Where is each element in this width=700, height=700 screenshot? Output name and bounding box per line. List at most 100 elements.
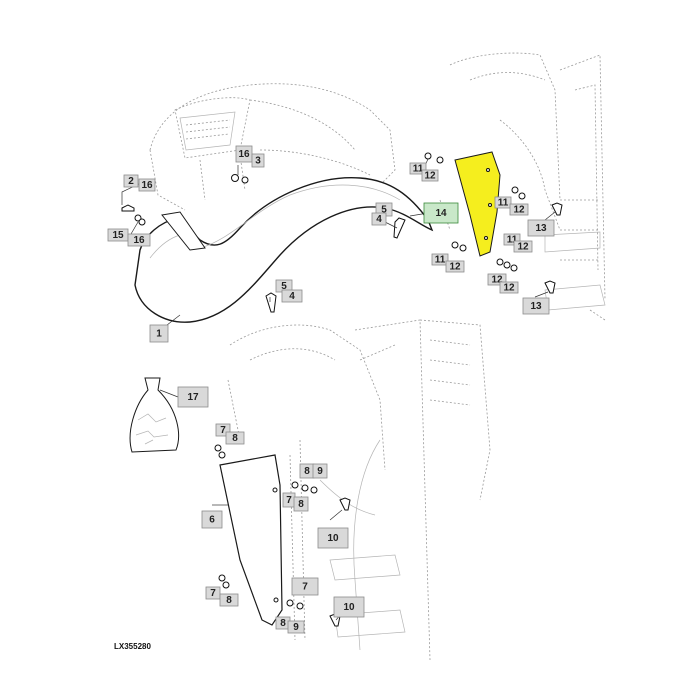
callout-number: 12 xyxy=(424,171,436,182)
callout-number: 8 xyxy=(226,595,232,606)
callout-box xyxy=(513,240,533,253)
rear-fender-part-1 xyxy=(134,177,434,323)
callout-box xyxy=(225,431,245,445)
callout-box xyxy=(127,233,151,247)
callout-4: 4 xyxy=(281,289,303,303)
callout-number: 13 xyxy=(535,223,547,234)
callout-box xyxy=(287,620,305,634)
callout-box xyxy=(138,178,156,192)
callout-box xyxy=(522,297,550,315)
callout-number: 8 xyxy=(304,466,310,477)
callout-box xyxy=(421,169,439,182)
callout-box xyxy=(281,289,303,303)
callout-13: 13 xyxy=(522,297,550,315)
callout-box xyxy=(333,596,365,618)
callout-number: 13 xyxy=(530,301,542,312)
callout-box xyxy=(527,219,555,237)
callout-number: 2 xyxy=(128,176,134,187)
callout-number: 6 xyxy=(209,515,215,526)
callout-number: 12 xyxy=(513,205,525,216)
callout-box xyxy=(123,174,139,188)
callout-4: 4 xyxy=(371,212,387,226)
callout-17: 17 xyxy=(177,386,209,408)
callout-number: 5 xyxy=(281,281,287,292)
callout-number: 1 xyxy=(156,329,162,340)
callout-number: 12 xyxy=(503,283,515,294)
callout-box xyxy=(423,202,459,224)
callout-number: 9 xyxy=(293,622,299,633)
callout-box xyxy=(494,196,512,209)
callout-number: 11 xyxy=(507,235,518,246)
callout-number: 5 xyxy=(381,205,387,216)
callout-number: 7 xyxy=(220,425,226,436)
callout-box xyxy=(445,260,465,273)
callout-box xyxy=(205,586,221,600)
callout-11: 11 xyxy=(409,162,427,175)
drawing-id-label: LX355280 xyxy=(114,642,151,651)
callout-11: 11 xyxy=(431,253,449,266)
callout-number: 12 xyxy=(517,242,529,253)
callout-number: 7 xyxy=(286,495,292,506)
callout-box xyxy=(149,324,169,343)
callout-box xyxy=(503,233,521,246)
callout-16: 16 xyxy=(235,145,253,163)
callout-16: 16 xyxy=(127,233,151,247)
callout-12: 12 xyxy=(445,260,465,273)
callout-box xyxy=(293,496,309,512)
callout-box xyxy=(487,273,507,286)
callout-6: 6 xyxy=(201,510,223,529)
callout-5: 5 xyxy=(275,279,293,293)
callout-10: 10 xyxy=(317,527,349,549)
callout-12: 12 xyxy=(487,273,507,286)
callout-11: 11 xyxy=(503,233,521,246)
callout-7: 7 xyxy=(291,577,319,596)
callout-number: 4 xyxy=(289,291,295,302)
callout-8: 8 xyxy=(219,593,239,607)
callout-8: 8 xyxy=(299,463,315,479)
callout-number: 7 xyxy=(210,588,216,599)
callout-box xyxy=(409,162,427,175)
callout-box xyxy=(509,203,529,216)
callout-box xyxy=(251,153,265,168)
callout-number: 10 xyxy=(327,533,339,544)
callout-number: 17 xyxy=(187,392,199,403)
fender-bracket-part-14 xyxy=(454,151,501,257)
callout-number: 8 xyxy=(298,499,304,510)
callout-box xyxy=(499,281,519,294)
callout-box xyxy=(291,577,319,596)
callout-7: 7 xyxy=(282,492,296,508)
hardware-bag-part-17 xyxy=(129,377,179,453)
callout-number: 11 xyxy=(413,164,424,175)
callout-number: 15 xyxy=(112,230,124,241)
callout-box xyxy=(201,510,223,529)
callout-number: 8 xyxy=(280,618,286,629)
callout-number: 8 xyxy=(232,433,238,444)
callout-number: 12 xyxy=(449,262,461,273)
callout-8: 8 xyxy=(293,496,309,512)
callout-number: 16 xyxy=(141,180,153,191)
callout-number: 16 xyxy=(133,235,145,246)
callout-2: 2 xyxy=(123,174,139,188)
callout-11: 11 xyxy=(494,196,512,209)
callout-number: 7 xyxy=(302,582,308,593)
callout-box xyxy=(317,527,349,549)
callout-box xyxy=(371,212,387,226)
hardware-upper xyxy=(121,152,563,313)
callout-box xyxy=(219,593,239,607)
callout-12: 12 xyxy=(499,281,519,294)
callout-number: 16 xyxy=(238,149,250,160)
callout-9: 9 xyxy=(312,463,328,479)
callout-10: 10 xyxy=(333,596,365,618)
callout-14: 14 xyxy=(423,202,459,224)
callout-1: 1 xyxy=(149,324,169,343)
callout-number: 9 xyxy=(317,466,323,477)
callout-number: 11 xyxy=(435,255,446,266)
callout-8: 8 xyxy=(225,431,245,445)
callout-16: 16 xyxy=(138,178,156,192)
callout-number: 12 xyxy=(491,275,503,286)
callout-number: 11 xyxy=(498,198,509,209)
callout-12: 12 xyxy=(421,169,439,182)
callout-7: 7 xyxy=(205,586,221,600)
